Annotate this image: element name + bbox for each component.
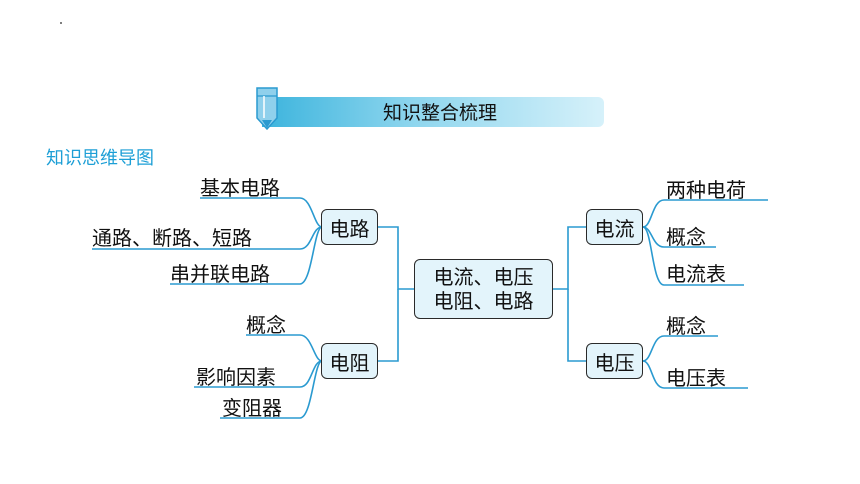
leaf-circuit-series-parallel: 串并联电路 bbox=[170, 262, 270, 286]
underline-leaf-circuit-2 bbox=[92, 226, 323, 250]
connector-center-current bbox=[553, 226, 586, 290]
title-banner bbox=[262, 97, 604, 127]
underline-leaf-circuit-3 bbox=[170, 226, 323, 285]
leaf-resistance-concept: 概念 bbox=[246, 313, 286, 337]
leaf-circuit-basic: 基本电路 bbox=[200, 176, 280, 200]
branch-node-voltage: 电压 bbox=[586, 343, 643, 379]
branch-node-circuit: 电路 bbox=[321, 209, 378, 245]
underline-leaf-resistance-1 bbox=[246, 334, 323, 362]
underline-leaf-voltage-1 bbox=[642, 335, 718, 362]
center-node-line-2: 电阻、电路 bbox=[433, 289, 534, 313]
connector-center-voltage bbox=[567, 289, 586, 362]
underline-leaf-voltage-2 bbox=[642, 360, 748, 389]
underline-leaf-circuit-1 bbox=[200, 197, 323, 228]
underline-leaf-resistance-3 bbox=[220, 360, 323, 419]
banner-title: 知识整合梳理 bbox=[382, 102, 497, 124]
branch-node-current: 电流 bbox=[586, 209, 643, 245]
center-node: 电流、电压 电阻、电路 bbox=[414, 259, 553, 319]
leaf-current-concept: 概念 bbox=[666, 225, 706, 249]
underline-leaf-current-1 bbox=[642, 199, 768, 228]
leaf-voltage-voltmeter: 电压表 bbox=[666, 366, 726, 390]
branch-node-resistance: 电阻 bbox=[321, 343, 378, 379]
section-label: 知识思维导图 bbox=[46, 148, 154, 169]
underline-leaf-resistance-2 bbox=[194, 360, 323, 388]
leaf-current-charges: 两种电荷 bbox=[666, 178, 746, 202]
leaf-voltage-concept: 概念 bbox=[666, 314, 706, 338]
decorative-dot bbox=[60, 22, 62, 24]
leaf-resistance-factors: 影响因素 bbox=[196, 365, 276, 389]
center-node-line-1: 电流、电压 bbox=[433, 265, 534, 289]
leaf-circuit-open-short: 通路、断路、短路 bbox=[92, 226, 252, 250]
leaf-current-ammeter: 电流表 bbox=[666, 262, 726, 286]
underline-leaf-current-3 bbox=[642, 226, 744, 286]
connector-center-circuit bbox=[378, 226, 414, 290]
connector-center-resistance bbox=[378, 289, 399, 362]
pencil-icon bbox=[256, 87, 278, 130]
leaf-resistance-rheostat: 变阻器 bbox=[222, 396, 282, 420]
